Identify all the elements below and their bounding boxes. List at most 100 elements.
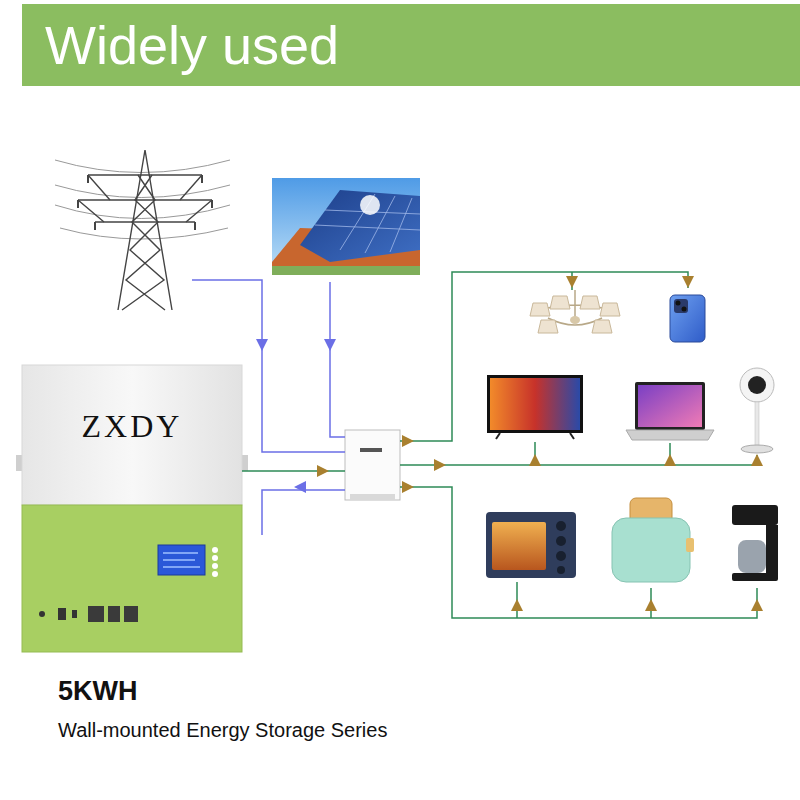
oven-part [486, 512, 576, 578]
coffee-maker-part [738, 540, 766, 573]
transmission-tower-part [122, 175, 165, 310]
oven-part [556, 536, 566, 546]
inverter-part [350, 494, 395, 500]
coffee-maker-part [732, 573, 778, 581]
inverter-part [360, 448, 382, 452]
blue-arrowheads-part [256, 339, 268, 351]
oven-part [492, 522, 546, 570]
capacity-label: 5KWH [58, 676, 138, 706]
blue-arrowheads-part [324, 339, 336, 351]
battery-cabinet-part [72, 610, 77, 618]
flow-arrowheads-part [682, 276, 694, 288]
solar-roof-photo-part [300, 190, 420, 262]
toaster-part [612, 518, 690, 582]
inverter-part [345, 430, 400, 500]
battery-cabinet-part [212, 563, 218, 569]
smartphone [670, 295, 705, 342]
solar-roof-photo-part [272, 266, 420, 275]
battery-cabinet-part [22, 505, 242, 652]
oven-part [557, 566, 565, 574]
flow-arrowheads-part [645, 599, 657, 611]
page-title: Widely used [45, 12, 339, 78]
flow-arrowheads-part [511, 599, 523, 611]
chandelier-part [550, 296, 570, 309]
brand-name: ZXDY [22, 365, 242, 445]
solar-roof-photo-part [272, 178, 420, 275]
solar-roof-photo-part [315, 194, 420, 253]
inverter [345, 430, 400, 500]
coffee-maker-part [732, 505, 778, 525]
title-band [22, 4, 800, 86]
transmission-tower-part [78, 175, 212, 230]
flow-arrowheads-part [664, 454, 676, 466]
solar-roof-photo [272, 178, 420, 275]
flow-arrowheads-part [402, 435, 414, 447]
battery-cabinet [16, 365, 248, 652]
television-part [490, 378, 580, 430]
battery-cabinet-part [158, 545, 205, 575]
flow-arrowheads [317, 276, 763, 611]
flow-arrowheads-part [751, 454, 763, 466]
transmission-tower-part [118, 150, 172, 310]
chandelier-part [600, 303, 620, 316]
battery-cabinet-part [124, 606, 138, 622]
laptop [626, 382, 714, 440]
battery-cabinet-part [212, 555, 218, 561]
television-part [496, 433, 574, 439]
flow-arrowheads-part [529, 454, 541, 466]
oven-part [556, 521, 566, 531]
battery-cabinet-part [108, 606, 120, 622]
chandelier-part [570, 316, 580, 324]
smartphone-part [674, 299, 688, 313]
flow-arrowheads-part [751, 599, 763, 611]
toaster-part [686, 538, 694, 552]
transmission-tower-part [78, 175, 212, 222]
battery-cabinet-part [58, 608, 66, 620]
battery-cabinet-part [212, 547, 218, 553]
transmission-tower [55, 150, 230, 310]
coffee-maker [732, 505, 778, 581]
blue-arrowheads [256, 339, 336, 493]
power-wires-part [192, 280, 345, 535]
laptop-part [626, 430, 714, 440]
flow-arrowheads-part [402, 481, 414, 493]
solar-roof-photo-part [360, 195, 380, 215]
smartphone-part [670, 295, 705, 342]
battery-cabinet-part [212, 571, 218, 577]
flow-arrowheads-part [317, 465, 329, 477]
battery-cabinet-part [22, 365, 242, 505]
pedestal-fan-part [748, 376, 766, 394]
battery-cabinet-part [39, 611, 45, 617]
chandelier-part [580, 296, 600, 309]
flow-arrowheads-part [434, 459, 446, 471]
pedestal-fan [740, 368, 774, 453]
pedestal-fan-part [740, 368, 774, 402]
oven-part [556, 551, 566, 561]
transmission-tower-part [78, 175, 212, 222]
battery-cabinet-part [88, 606, 104, 622]
television [487, 375, 583, 439]
flow-arrowheads-part [566, 276, 578, 288]
smartphone-part [682, 307, 687, 312]
pedestal-fan-part [741, 445, 773, 453]
coffee-maker-part [766, 525, 778, 575]
series-label: Wall-mounted Energy Storage Series [58, 717, 387, 743]
toaster [612, 498, 694, 582]
smartphone-part [676, 301, 681, 306]
chandelier-part [530, 303, 550, 316]
chandelier [530, 290, 620, 333]
oven [486, 512, 576, 578]
battery-cabinet-part [163, 553, 200, 567]
blue-arrowheads-part [294, 481, 306, 493]
laptop-part [635, 382, 705, 430]
television-part [487, 375, 583, 433]
power-wires [192, 272, 757, 618]
transmission-tower-part [55, 160, 230, 239]
chandelier-part [538, 320, 558, 333]
laptop-part [638, 385, 702, 427]
power-wires-part [242, 272, 757, 618]
chandelier-part [592, 320, 612, 333]
pedestal-fan-part [755, 402, 759, 446]
